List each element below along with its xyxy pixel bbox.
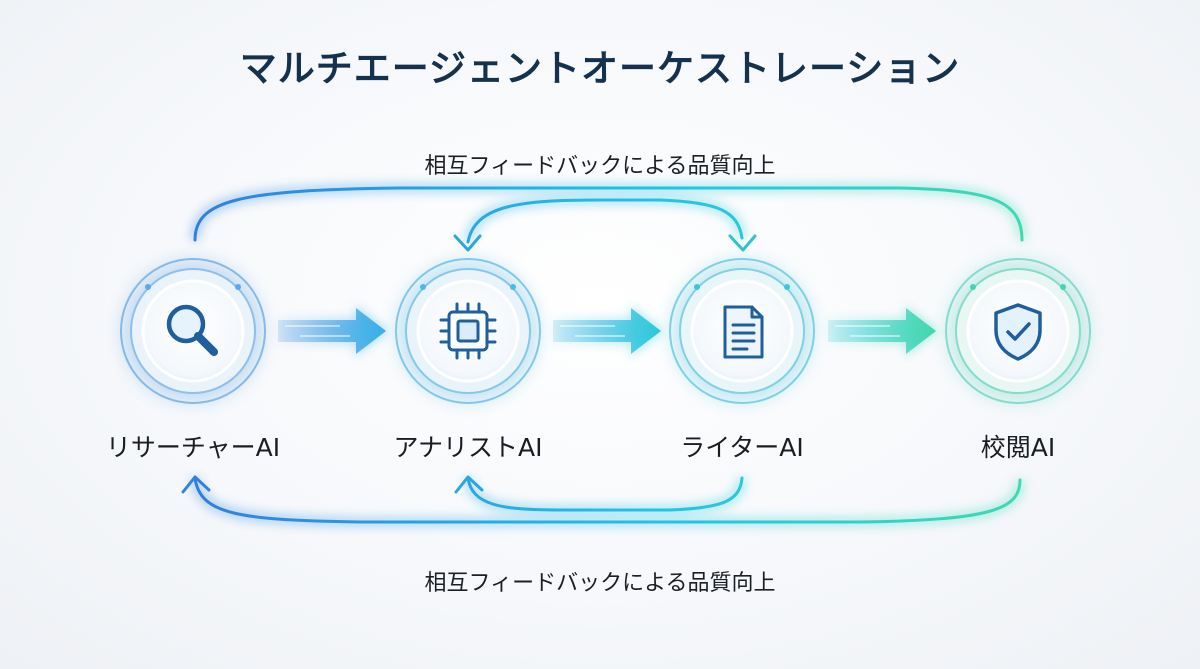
document-icon <box>723 305 764 359</box>
flow-arrow-1 <box>278 305 388 357</box>
flow-arrow-2 <box>553 305 663 357</box>
feedback-loop-bottom <box>181 475 1025 527</box>
agent-node-proofreader <box>945 258 1091 404</box>
feedback-arc-top-inner <box>466 198 744 244</box>
agent-label-proofreader: 校閲AI <box>980 433 1056 462</box>
feedback-arrowhead-top-analyst <box>453 234 482 252</box>
agent-label-researcher: リサーチャーAI <box>105 433 281 462</box>
agent-node-writer <box>669 258 815 404</box>
feedback-arrowhead-bottom-analyst <box>454 475 484 494</box>
diagram-title: マルチエージェントオーケストレーション <box>239 47 961 90</box>
feedback-arrowhead-top-writer <box>728 234 757 252</box>
feedback-arrowhead-bottom-researcher <box>181 475 211 494</box>
feedback-arc-bottom-inner <box>466 476 744 512</box>
agent-label-analyst: アナリストAI <box>393 433 543 462</box>
shield-check-icon <box>994 303 1042 361</box>
feedback-arc-bottom-outer <box>193 476 1022 524</box>
feedback-arc-top-outer <box>193 186 1024 242</box>
chip-icon <box>439 302 497 360</box>
feedback-label-top: 相互フィードバックによる品質向上 <box>424 154 776 179</box>
flow-arrow-3 <box>828 305 938 357</box>
agent-node-analyst <box>395 258 541 404</box>
search-icon <box>166 304 218 356</box>
feedback-loop-top <box>190 183 1027 252</box>
agent-node-researcher <box>120 258 266 404</box>
agent-label-writer: ライターAI <box>680 433 804 462</box>
feedback-label-bottom: 相互フィードバックによる品質向上 <box>424 571 776 596</box>
